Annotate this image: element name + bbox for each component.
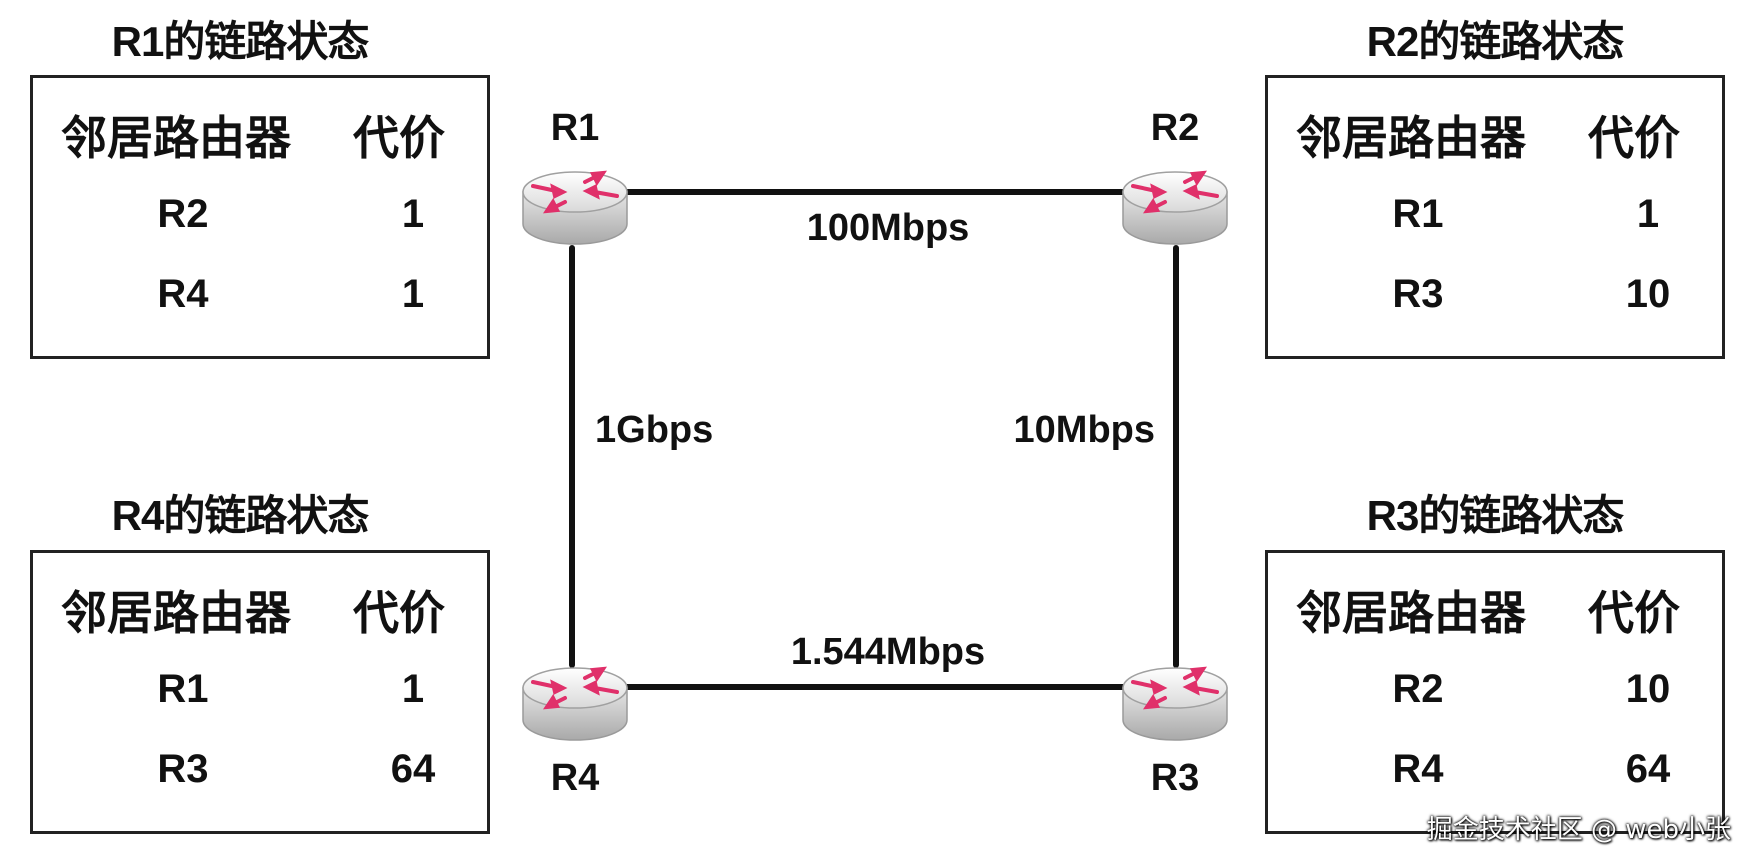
neighbor-cell: R1 bbox=[157, 667, 209, 711]
router-icon bbox=[521, 170, 629, 246]
cost-cell: 64 bbox=[1625, 747, 1671, 791]
router-icon bbox=[1121, 170, 1229, 246]
header-neighbor: 邻居路由器 bbox=[61, 587, 291, 639]
cost-cell: 64 bbox=[390, 747, 436, 791]
link-state-table-r4: 邻居路由器 代价 R1 1 R3 64 bbox=[30, 550, 490, 834]
link-label-r1-r4: 1Gbps bbox=[595, 409, 713, 451]
router-label-r2: R2 bbox=[1151, 107, 1200, 149]
neighbor-cell: R1 bbox=[1392, 192, 1444, 236]
neighbor-cell: R2 bbox=[157, 192, 209, 236]
link-label-r3-r4: 1.544Mbps bbox=[791, 631, 985, 673]
header-cost: 代价 bbox=[1588, 112, 1680, 164]
cost-cell: 10 bbox=[1625, 667, 1671, 711]
panel-title-r1: R1的链路状态 bbox=[111, 18, 370, 65]
link-label-r1-r2: 100Mbps bbox=[807, 207, 970, 249]
router-icon bbox=[1121, 666, 1229, 742]
panel-title-r4: R4的链路状态 bbox=[111, 492, 370, 539]
header-cost: 代价 bbox=[1588, 587, 1680, 639]
router-label-r1: R1 bbox=[551, 107, 600, 149]
router-label-r4: R4 bbox=[551, 757, 600, 799]
cost-cell: 1 bbox=[401, 667, 425, 711]
header-neighbor: 邻居路由器 bbox=[1296, 112, 1526, 164]
panel-title-r3: R3的链路状态 bbox=[1366, 492, 1625, 539]
watermark: 掘金技术社区 @ web小张 bbox=[1426, 815, 1731, 845]
header-cost: 代价 bbox=[353, 112, 445, 164]
header-neighbor: 邻居路由器 bbox=[61, 112, 291, 164]
cost-cell: 1 bbox=[1636, 192, 1660, 236]
cost-cell: 1 bbox=[401, 272, 425, 316]
neighbor-cell: R2 bbox=[1392, 667, 1444, 711]
neighbor-cell: R4 bbox=[157, 272, 209, 316]
cost-cell: 10 bbox=[1625, 272, 1671, 316]
link-state-table-r1: 邻居路由器 代价 R2 1 R4 1 bbox=[30, 75, 490, 359]
links bbox=[569, 189, 1179, 690]
neighbor-cell: R4 bbox=[1392, 747, 1444, 791]
panel-title-r2: R2的链路状态 bbox=[1366, 18, 1625, 65]
header-cost: 代价 bbox=[353, 587, 445, 639]
neighbor-cell: R3 bbox=[1392, 272, 1444, 316]
neighbor-cell: R3 bbox=[157, 747, 209, 791]
router-label-r3: R3 bbox=[1151, 757, 1200, 799]
header-neighbor: 邻居路由器 bbox=[1296, 587, 1526, 639]
router-icon bbox=[521, 666, 629, 742]
link-label-r2-r3: 10Mbps bbox=[1014, 409, 1155, 451]
cost-cell: 1 bbox=[401, 192, 425, 236]
link-state-table-r2: 邻居路由器 代价 R1 1 R3 10 bbox=[1265, 75, 1725, 359]
link-state-table-r3: 邻居路由器 代价 R2 10 R4 64 bbox=[1265, 550, 1725, 834]
